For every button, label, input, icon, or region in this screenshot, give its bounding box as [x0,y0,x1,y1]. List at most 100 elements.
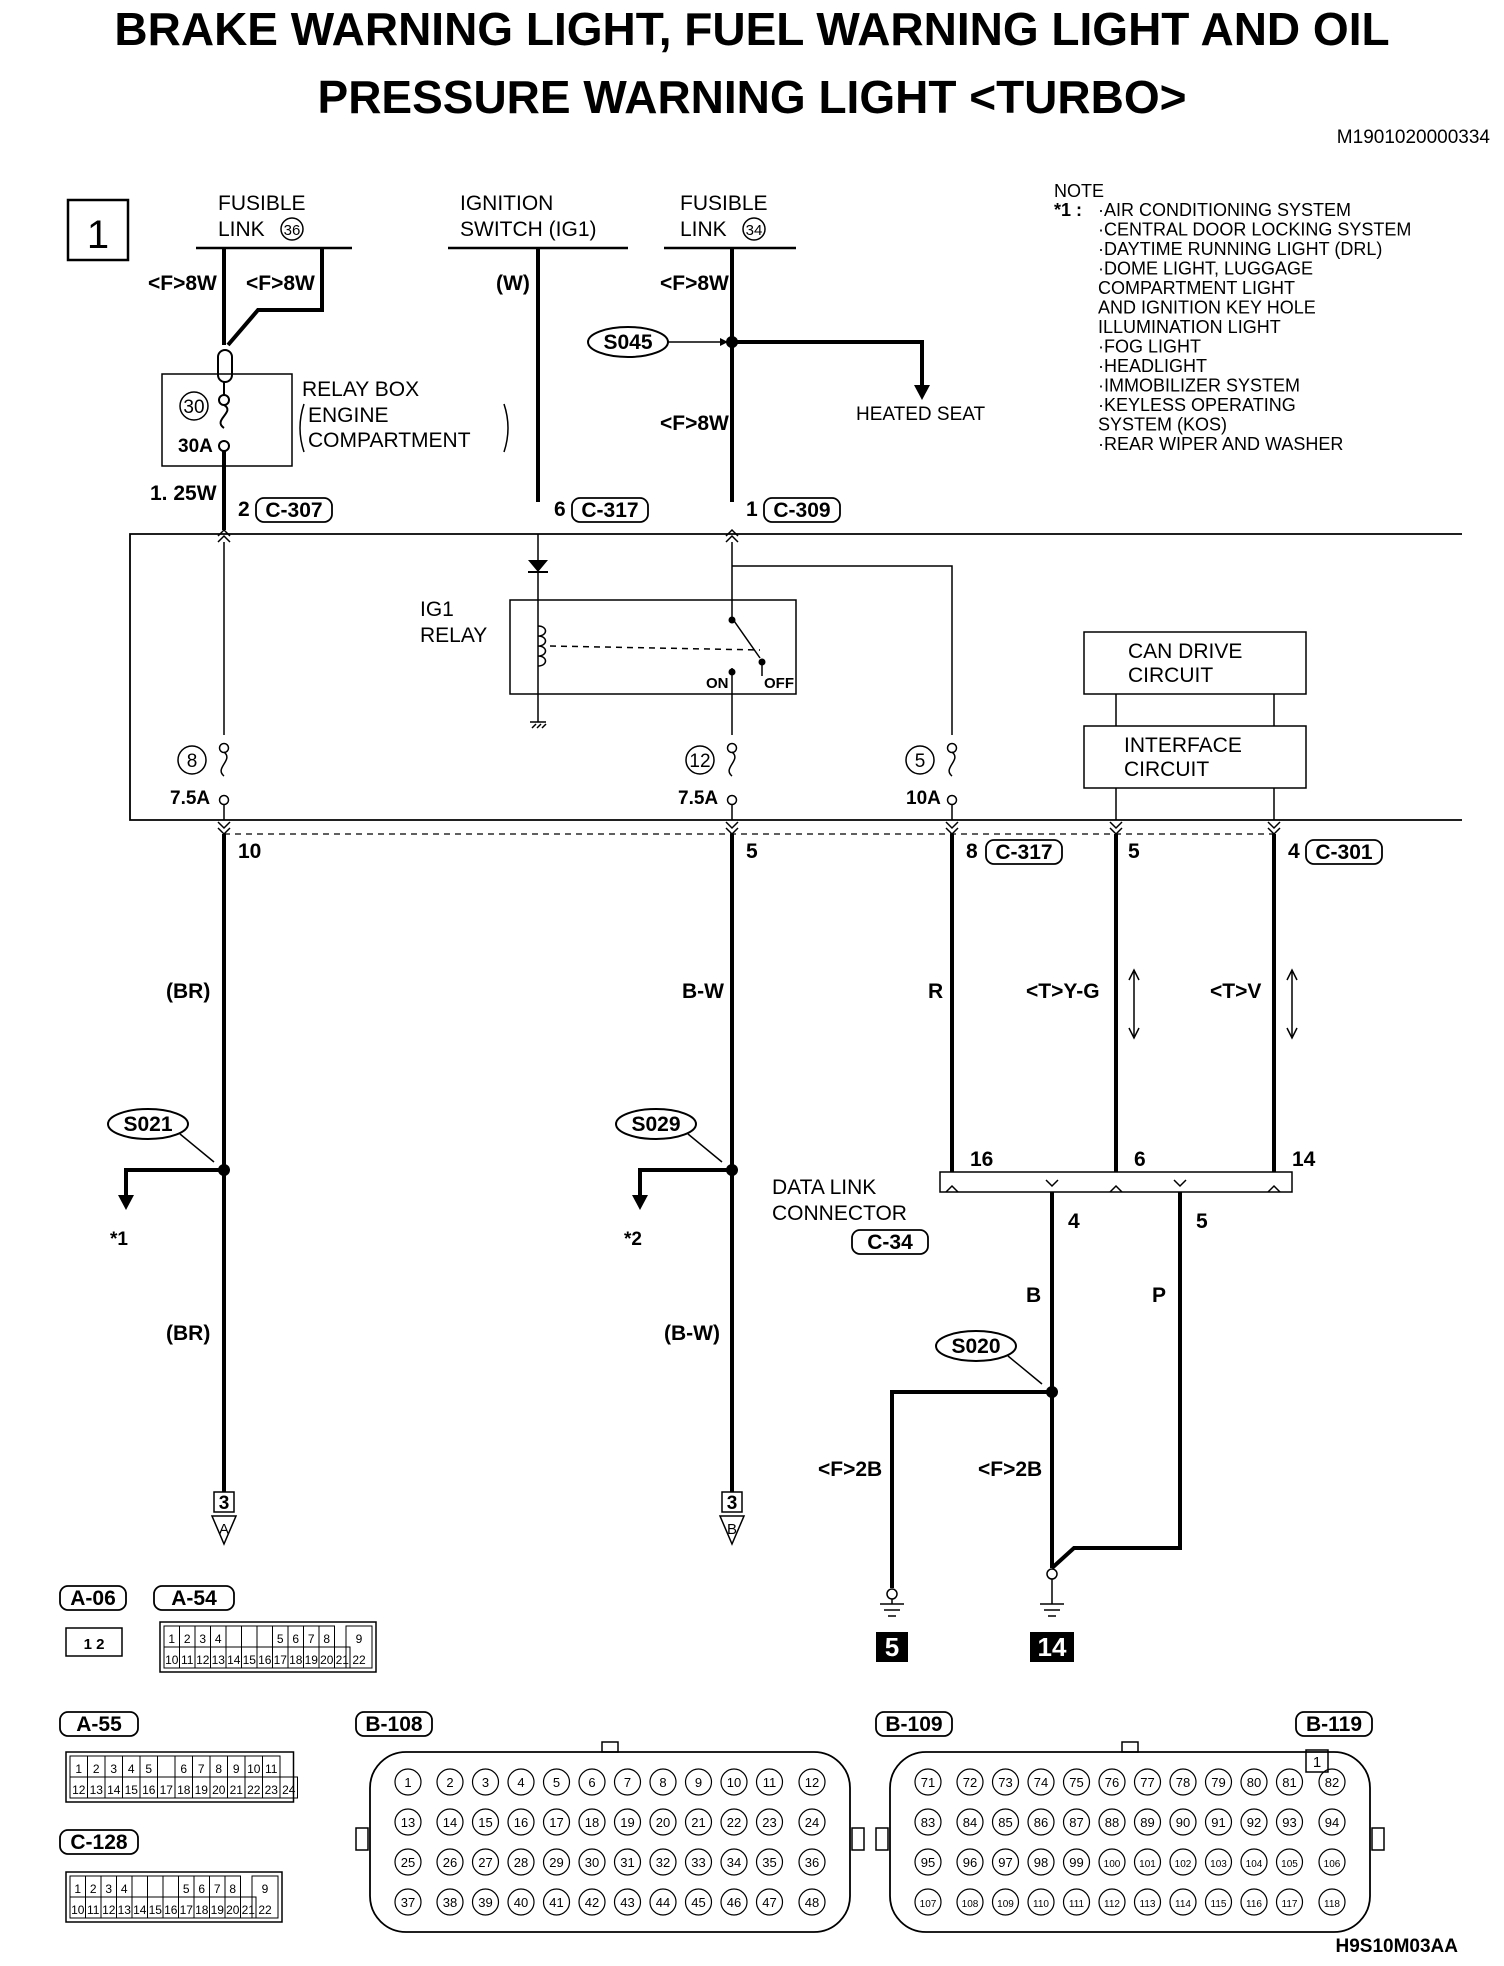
relay-box-label-3: COMPARTMENT [308,429,471,452]
connector-pin [914,1768,942,1796]
dlc-pin14-chevron [1267,1184,1281,1193]
splice-s029-leader [687,1133,723,1163]
connector-pin [649,1808,677,1836]
connector-pin [956,1848,984,1876]
fuse5-top [946,742,958,754]
connector-pin-number: 13 [90,1783,104,1797]
connector-pin-number: 83 [921,1815,935,1830]
wire-fusible36-right [226,248,324,347]
bidir-arrow-v-up [1286,968,1298,981]
connector-pin [684,1848,713,1876]
splice-s020-dot [1046,1386,1058,1398]
wire-s020-branch [890,1390,1052,1588]
wire-s021-branch [124,1168,224,1195]
offpage-a-letter: A [219,1521,229,1538]
connector-pin-number: 4 [517,1775,524,1790]
wire-label-1-25w: 1. 25W [150,482,217,505]
connector-pin-number: 18 [585,1815,599,1830]
connector-latch-right [851,1827,865,1851]
fusible-link-34-circle [742,217,766,241]
fuse5-amp: 10A [906,788,941,809]
connector-pin [956,1768,984,1796]
connector-pin [394,1888,422,1916]
connector-pin-number: 112 [1104,1899,1120,1910]
connector-pin-number: 4 [215,1632,222,1646]
connector-pin-number: 84 [963,1815,977,1830]
connector-pin [394,1768,422,1796]
connector-pin-number: 105 [1281,1859,1298,1870]
connector-pin-number: 71 [921,1775,935,1790]
relay-box-fuse-element [219,404,229,429]
ground-14-badge [1030,1632,1074,1662]
connector-pin-number: 19 [620,1815,634,1830]
connector-pin-cell [240,1896,257,1919]
fuse12-top [726,742,738,754]
page-title-line1: BRAKE WARNING LIGHT, FUEL WARNING LIGHT … [114,3,1390,55]
connector-pin-number: 1 [74,1882,81,1896]
connector-pin [542,1768,571,1796]
connector-pin-number: 7 [624,1775,631,1790]
interface-label-2: CIRCUIT [1124,758,1209,781]
page-box [66,198,130,262]
fusible-link-36-label-1: FUSIBLE [218,192,306,215]
connector-pin-number: 86 [1034,1815,1048,1830]
connector-pin-number: 5 [553,1775,560,1790]
connector-pin-number: 109 [997,1899,1014,1910]
connector-pin [755,1808,784,1836]
offpage-b-number: 3 [727,1493,738,1514]
fuse5-circle [905,745,935,775]
connector-pin-number: 8 [215,1762,222,1776]
connector-pin-number: 5 [183,1882,190,1896]
connector-pin-number: 3 [482,1775,489,1790]
splice-s021-leader [179,1133,215,1163]
connector-pin-number: 16 [164,1903,178,1917]
connector-pin-number: 85 [998,1815,1012,1830]
connector-pin-number: 27 [478,1855,492,1870]
fuse8-element [220,751,228,777]
relay-box-fuse-top [218,394,230,406]
connector-pin-number: 75 [1069,1775,1083,1790]
ground-14-terminal [1046,1568,1058,1580]
connector-pin [1062,1848,1091,1876]
connector-pin-number: 16 [258,1653,272,1667]
wire-label-t-y-g: <T>Y-G [1026,980,1100,1003]
relay-box-fuse-bottom [218,440,230,452]
connector-pin-number: 1 [75,1762,82,1776]
wire-label-b: B [1026,1284,1041,1307]
connector-pin [684,1888,713,1916]
connector-pin [1204,1768,1233,1796]
dlc-pin4-chevron [1045,1179,1059,1188]
connector-pin-cell [147,1875,164,1898]
connector-outline [159,1621,377,1673]
connector-pin-number: 47 [762,1895,776,1910]
c128-label: C-128 [70,1831,128,1854]
connector-pin-number: 16 [142,1783,156,1797]
wire-label-f8w-c: <F>8W [660,272,729,295]
connector-pin [1204,1848,1233,1876]
bottom-pin-5a: 5 [746,840,758,863]
connector-pin-number: 79 [1211,1775,1225,1790]
connector-pin [1133,1768,1162,1796]
connector-pin-number: 96 [963,1855,977,1870]
connector-pin-number: 6 [198,1882,205,1896]
c317-bottom-box [985,839,1063,865]
offpage-a-arrow [210,1515,238,1546]
connector-pin [720,1768,748,1796]
connector-pin-number: 110 [1033,1899,1049,1910]
connector-pin [1204,1888,1233,1916]
chevron-c307-b [217,534,231,543]
fusible-link-34-label-1: FUSIBLE [680,192,768,215]
bottom-pin-8: 8 [966,840,978,863]
connector-pin [1062,1808,1091,1836]
connector-pin-number: 15 [149,1903,163,1917]
connector-pin [1098,1808,1126,1836]
connector-pin-number: 23 [265,1783,279,1797]
connector-pin-number: 92 [1247,1815,1261,1830]
connector-pin-number: 17 [549,1815,563,1830]
dlc-pin-4: 4 [1068,1210,1080,1233]
splice-s029-dot [726,1164,738,1176]
wire-heated-seat [732,340,924,385]
heated-seat-arrow [914,385,930,400]
connector-pin [507,1848,535,1876]
